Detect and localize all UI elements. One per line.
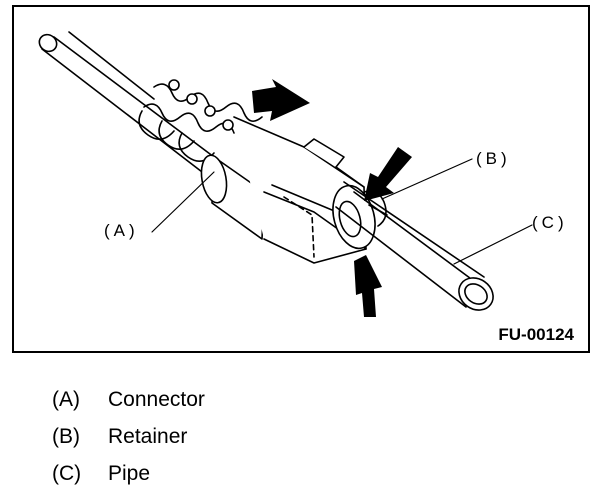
connector-illustration xyxy=(38,31,533,317)
figure-frame: (A) (B) (C) FU-00124 xyxy=(12,5,590,353)
legend: (A) Connector (B) Retainer (C) Pipe xyxy=(52,381,205,492)
connector-body xyxy=(200,116,376,264)
legend-label: Connector xyxy=(108,387,205,411)
left-pipe xyxy=(38,31,235,186)
legend-label: Retainer xyxy=(108,424,188,448)
legend-key: (C) xyxy=(52,461,82,485)
leader-line-c xyxy=(453,224,533,265)
callout-c: (C) xyxy=(532,213,568,232)
press-arrow-top-icon xyxy=(364,147,412,201)
legend-label: Pipe xyxy=(108,461,151,485)
legend-key: (A) xyxy=(52,387,80,411)
figure-code: FU-00124 xyxy=(498,325,574,344)
callout-b: (B) xyxy=(476,149,511,168)
callout-a: (A) xyxy=(104,221,139,240)
legend-key: (B) xyxy=(52,424,80,448)
legend-item: (B) Retainer xyxy=(52,418,205,455)
pull-arrow-icon xyxy=(252,79,310,121)
legend-item: (C) Pipe xyxy=(52,455,205,492)
legend-item: (A) Connector xyxy=(52,381,205,418)
leader-line-b xyxy=(381,158,473,200)
leader-line-a xyxy=(151,171,215,233)
press-arrow-bottom-icon xyxy=(354,255,382,317)
